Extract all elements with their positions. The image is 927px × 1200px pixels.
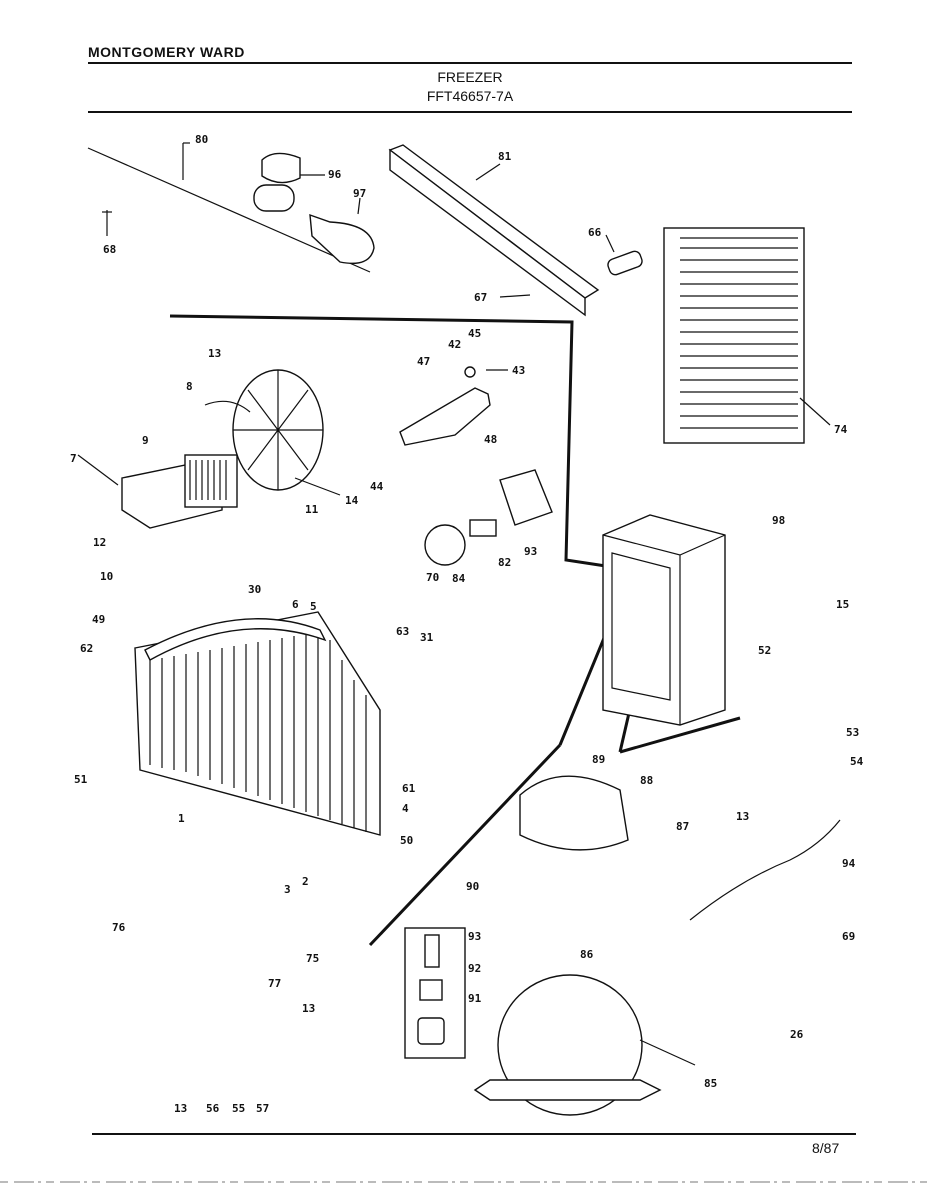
callout-4: 4: [402, 802, 409, 815]
callout-57: 57: [256, 1102, 269, 1115]
callout-87: 87: [676, 820, 689, 833]
knob: [424, 524, 466, 566]
callout-61: 61: [402, 782, 416, 795]
callout-7: 7: [70, 452, 77, 465]
callout-93b: 93: [468, 930, 481, 943]
callout-9: 9: [142, 434, 149, 447]
callout-45: 45: [468, 327, 481, 340]
fan-motor-assembly: [77, 369, 341, 529]
callout-86: 86: [580, 948, 594, 961]
callout-54: 54: [850, 755, 864, 768]
callout-15: 15: [836, 598, 849, 611]
callout-3: 3: [284, 883, 291, 896]
callout-13d: 13: [174, 1102, 187, 1115]
callout-75: 75: [306, 952, 319, 965]
callout-88: 88: [640, 774, 653, 787]
callout-30: 30: [248, 583, 261, 596]
callout-5: 5: [310, 600, 317, 613]
header-rule-top: [88, 62, 852, 64]
thermostat-bracket: [399, 366, 508, 446]
callout-51: 51: [74, 773, 88, 786]
footer-date: 8/87: [812, 1140, 840, 1156]
evaporator-plate: [663, 227, 831, 444]
callout-49: 49: [92, 613, 105, 626]
callout-13b: 13: [736, 810, 749, 823]
footer-rule: [92, 1133, 856, 1135]
callout-1: 1: [178, 812, 185, 825]
callout-84: 84: [452, 572, 466, 585]
callout-31: 31: [420, 631, 434, 644]
callout-80: 80: [195, 133, 208, 146]
callout-labels: 80 96 97 81 68 66 67 74 13 8 45 42 43 47…: [70, 133, 864, 1115]
callout-74: 74: [834, 423, 848, 436]
callout-12: 12: [93, 536, 106, 549]
callout-94: 94: [842, 857, 856, 870]
callout-11: 11: [305, 503, 319, 516]
model-number: FFT46657-7A: [426, 88, 514, 104]
callout-76: 76: [112, 921, 126, 934]
condenser-coil: [134, 611, 381, 836]
callout-96: 96: [328, 168, 342, 181]
callout-91: 91: [468, 992, 482, 1005]
scan-artifact: [0, 1181, 927, 1183]
callout-68: 68: [103, 243, 116, 256]
callout-89: 89: [592, 753, 605, 766]
callout-93a: 93: [524, 545, 537, 558]
callout-77: 77: [268, 977, 281, 990]
callout-14: 14: [345, 494, 359, 507]
callout-6: 6: [292, 598, 299, 611]
callout-62: 62: [80, 642, 93, 655]
callout-92: 92: [468, 962, 481, 975]
cabinet-liner: [602, 514, 726, 726]
callout-53: 53: [846, 726, 859, 739]
callout-42: 42: [448, 338, 461, 351]
callout-85: 85: [704, 1077, 717, 1090]
switch: [469, 519, 497, 537]
compressor: [473, 974, 696, 1116]
callout-44: 44: [370, 480, 384, 493]
callout-52: 52: [758, 644, 771, 657]
page-title: FREEZER: [437, 69, 503, 85]
callout-50: 50: [400, 834, 413, 847]
callout-43: 43: [512, 364, 525, 377]
callout-70: 70: [426, 571, 439, 584]
callout-13a: 13: [208, 347, 221, 360]
callout-90: 90: [466, 880, 479, 893]
callout-66: 66: [588, 226, 602, 239]
callout-98: 98: [772, 514, 785, 527]
callout-69: 69: [842, 930, 855, 943]
brand-name: MONTGOMERY WARD: [88, 44, 245, 60]
callout-10: 10: [100, 570, 113, 583]
callout-13c: 13: [302, 1002, 315, 1015]
relay: [519, 775, 629, 851]
callout-56: 56: [206, 1102, 220, 1115]
callout-82: 82: [498, 556, 511, 569]
header-rule-bottom: [88, 111, 852, 113]
callout-81: 81: [498, 150, 512, 163]
callout-26: 26: [790, 1028, 804, 1041]
callout-47: 47: [417, 355, 430, 368]
wiring-harness: [689, 819, 841, 921]
callout-67: 67: [474, 291, 487, 304]
callout-2: 2: [302, 875, 309, 888]
lamp-cover: [499, 469, 553, 526]
callout-97: 97: [353, 187, 366, 200]
top-panel-group: [87, 142, 643, 317]
callout-63: 63: [396, 625, 409, 638]
callout-48: 48: [484, 433, 497, 446]
callout-55: 55: [232, 1102, 245, 1115]
callout-8: 8: [186, 380, 193, 393]
